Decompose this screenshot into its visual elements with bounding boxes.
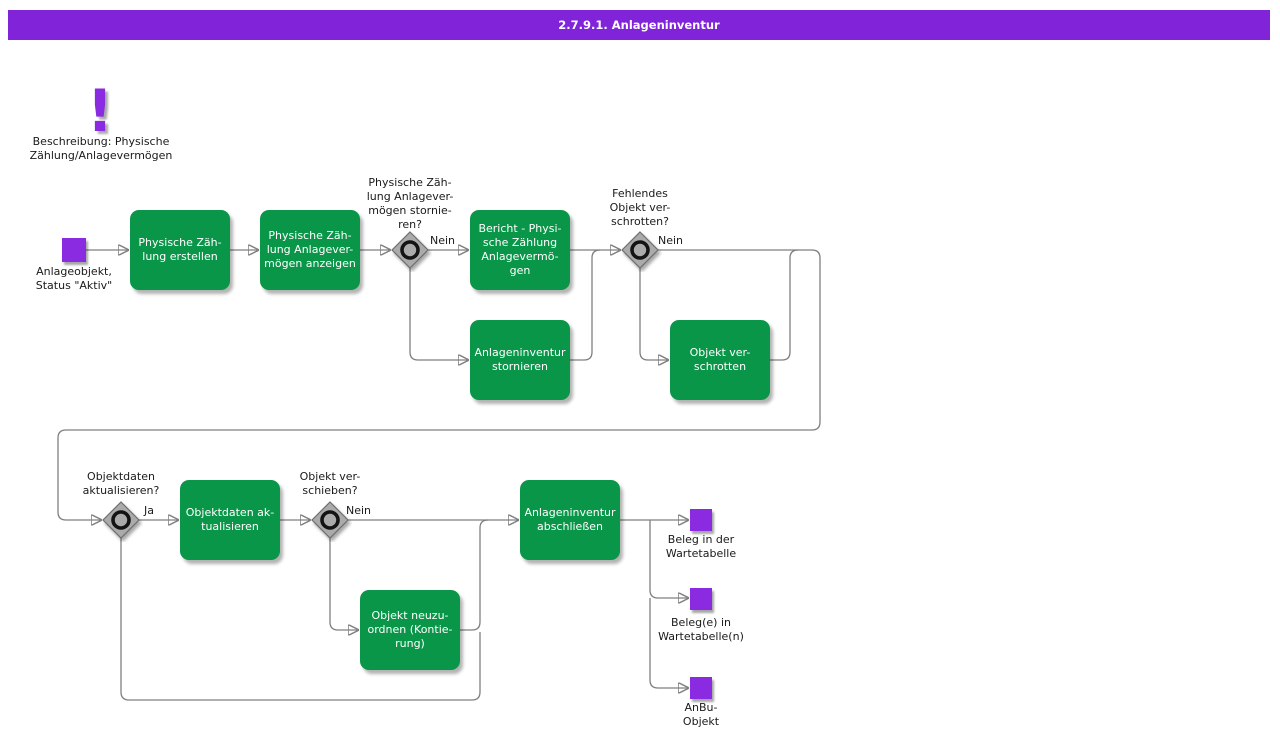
gateway-stornieren-question: Physische Zäh- lung Anlagever- mögen sto… xyxy=(366,176,454,231)
gateway-diamond-icon xyxy=(391,231,429,269)
gateway-objektdaten-branch-label: Ja xyxy=(144,504,154,517)
start-event[interactable] xyxy=(62,238,86,262)
end-event-beleg-wartetabelle-label: Beleg in der Wartetabelle xyxy=(665,533,737,560)
gateway-fehlendes-objekt-question: Fehlendes Objekt ver- schrotten? xyxy=(609,187,671,228)
end-event-anbu-objekt-label: AnBu- Objekt xyxy=(682,701,720,728)
task-objekt-neuzuordnen[interactable]: Objekt neuzu- ordnen (Kontie- rung) xyxy=(360,590,460,670)
gateway-objektdaten-question: Objektdaten aktualisieren? xyxy=(82,470,160,497)
gateway-objekt-verschieben[interactable] xyxy=(308,498,352,542)
diagram-title: 2.7.9.1. Anlageninventur xyxy=(8,10,1270,40)
exclamation-icon: ! xyxy=(86,77,114,145)
gateway-diamond-icon xyxy=(621,231,659,269)
gateway-objekt-verschieben-question: Objekt ver- schieben? xyxy=(299,470,361,497)
end-event-belege-wartetabellen[interactable] xyxy=(690,588,712,610)
task-anlageninventur-abschliessen[interactable]: Anlageninventur abschließen xyxy=(520,480,620,560)
description-text: Beschreibung: Physische Zählung/Anlageve… xyxy=(29,135,173,162)
start-event-label: Anlageobjekt, Status "Aktiv" xyxy=(35,265,113,292)
task-physische-zaehlung-erstellen[interactable]: Physische Zäh- lung erstellen xyxy=(130,210,230,290)
gateway-stornieren[interactable] xyxy=(388,228,432,272)
task-objektdaten-aktualisieren[interactable]: Objektdaten ak- tualisieren xyxy=(180,480,280,560)
gateway-fehlendes-objekt[interactable] xyxy=(618,228,662,272)
task-anlageninventur-stornieren[interactable]: Anlageninventur stornieren xyxy=(470,320,570,400)
end-event-anbu-objekt[interactable] xyxy=(690,677,712,699)
gateway-fehlendes-objekt-branch-label: Nein xyxy=(658,234,684,247)
task-objekt-verschrotten[interactable]: Objekt ver- schrotten xyxy=(670,320,770,400)
gateway-objekt-verschieben-branch-label: Nein xyxy=(346,504,372,517)
gateway-objektdaten[interactable] xyxy=(99,498,143,542)
task-bericht-physische-zaehlung[interactable]: Bericht - Physi- sche Zählung Anlageverm… xyxy=(470,210,570,290)
end-event-beleg-wartetabelle[interactable] xyxy=(690,509,712,531)
gateway-diamond-icon xyxy=(102,501,140,539)
task-physische-zaehlung-anzeigen[interactable]: Physische Zäh- lung Anlagever- mögen anz… xyxy=(260,210,360,290)
gateway-stornieren-branch-label: Nein xyxy=(430,234,456,247)
end-event-belege-wartetabellen-label: Beleg(e) in Wartetabelle(n) xyxy=(658,616,744,643)
gateway-diamond-icon xyxy=(311,501,349,539)
